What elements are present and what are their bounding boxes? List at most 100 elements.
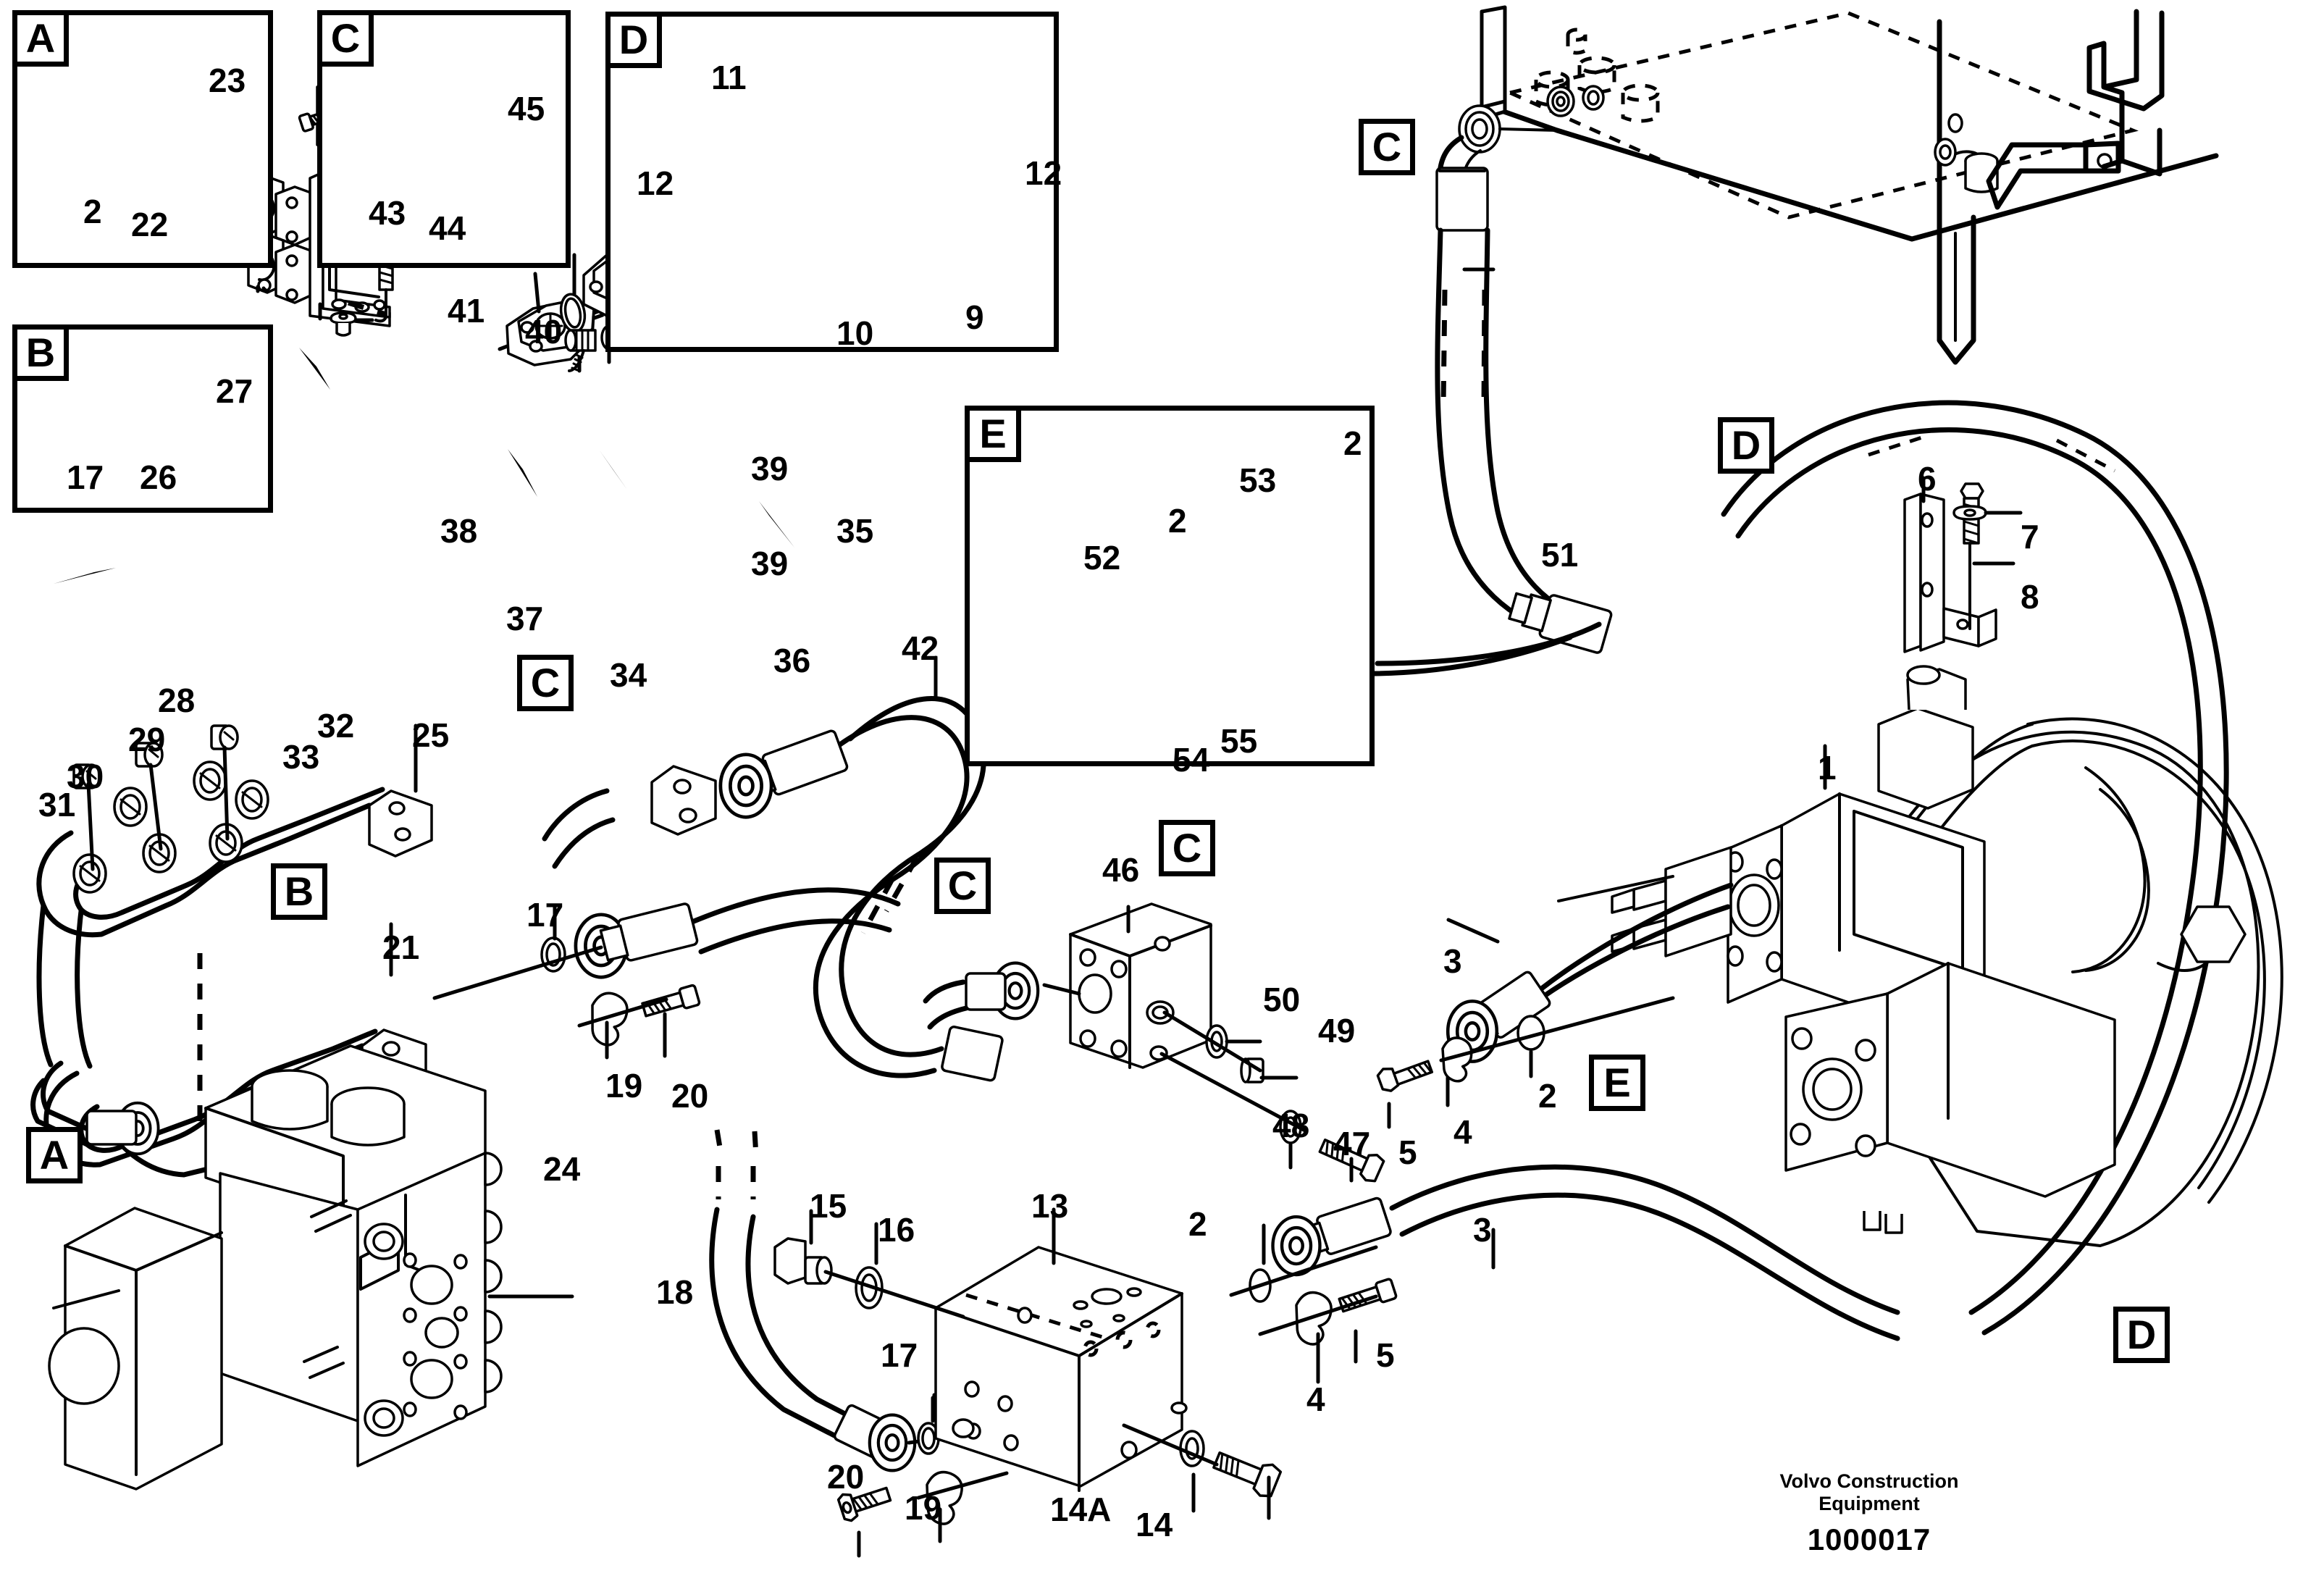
callout-b-pipe-label: B	[284, 868, 314, 914]
item-number-6: 6	[1918, 460, 1937, 498]
brand-line-2: Equipment	[1818, 1493, 1920, 1515]
item-number-22: 22	[131, 206, 169, 243]
control-valve-24-artwork	[30, 1044, 574, 1491]
item-number-35: 35	[836, 512, 874, 550]
callout-c-pipe25-label: C	[530, 660, 561, 705]
callout-c-hose42-label: C	[947, 863, 978, 908]
detail-box-e	[965, 406, 1375, 766]
item-number-2: 2	[1538, 1077, 1557, 1115]
item-number-39: 39	[751, 545, 789, 582]
callout-a-valve-label: A	[39, 1132, 70, 1178]
detail-tag-a: A	[12, 10, 69, 67]
item-number-55: 55	[1220, 722, 1258, 760]
item-number-15: 15	[810, 1187, 847, 1225]
detail-tag-b: B	[12, 324, 69, 381]
hose-3-upper-artwork	[1376, 882, 1734, 1129]
detail-tag-c: C	[317, 10, 374, 67]
callout-c-top-label: C	[1372, 124, 1402, 169]
item-number-12: 12	[1025, 154, 1062, 192]
item-number-11: 11	[711, 59, 747, 96]
callout-e-pump[interactable]: E	[1589, 1055, 1645, 1111]
pump-assembly-artwork	[1557, 665, 2283, 1247]
item-number-8: 8	[2021, 578, 2039, 616]
item-number-24: 24	[543, 1150, 581, 1188]
detail-tag-a-label: A	[25, 15, 56, 61]
item-number-48: 48	[1272, 1107, 1310, 1144]
item-number-20: 20	[671, 1077, 709, 1115]
callout-d-bracket-label: D	[1731, 422, 1761, 468]
item-number-2: 2	[1343, 424, 1362, 462]
item-number-23: 23	[209, 62, 246, 99]
callout-c-hose42[interactable]: C	[934, 858, 991, 914]
item-number-34: 34	[610, 656, 647, 694]
item-number-45: 45	[508, 90, 545, 127]
hose-42-artwork	[542, 655, 1004, 1082]
item-number-27: 27	[216, 372, 253, 410]
item-number-54: 54	[1173, 741, 1210, 779]
detail-tag-e-label: E	[979, 411, 1007, 456]
item-number-40: 40	[525, 313, 563, 351]
item-number-14A: 14A	[1050, 1491, 1112, 1528]
block-46-artwork	[923, 902, 1385, 1183]
item-number-19: 19	[905, 1489, 942, 1527]
item-number-32: 32	[317, 707, 355, 745]
item-number-19: 19	[605, 1067, 643, 1105]
item-number-28: 28	[158, 682, 196, 719]
callout-c-pipe25[interactable]: C	[517, 655, 574, 711]
item-number-14: 14	[1136, 1506, 1173, 1543]
item-number-47: 47	[1333, 1125, 1371, 1162]
item-number-31: 31	[38, 786, 76, 823]
item-number-13: 13	[1031, 1187, 1069, 1225]
item-number-46: 46	[1102, 851, 1140, 889]
item-number-2: 2	[1188, 1205, 1207, 1243]
callout-d-hose[interactable]: D	[2113, 1307, 2170, 1363]
callout-a-valve[interactable]: A	[26, 1127, 83, 1183]
callout-d-bracket[interactable]: D	[1718, 417, 1774, 474]
block-13-artwork	[773, 1164, 1900, 1558]
item-number-43: 43	[369, 194, 406, 232]
item-number-49: 49	[1318, 1012, 1356, 1049]
item-number-39: 39	[751, 450, 789, 487]
item-number-20: 20	[827, 1458, 865, 1496]
detail-tag-d: D	[605, 12, 662, 68]
item-number-4: 4	[1453, 1113, 1472, 1151]
footer-block: Volvo Construction Equipment 1000017	[1721, 1470, 2018, 1557]
item-number-29: 29	[128, 721, 166, 758]
item-number-18: 18	[656, 1273, 694, 1311]
item-number-4: 4	[1306, 1380, 1325, 1418]
callout-d-hose-label: D	[2126, 1312, 2157, 1357]
item-number-17: 17	[881, 1336, 918, 1374]
item-number-25: 25	[412, 716, 450, 754]
item-number-52: 52	[1083, 539, 1121, 577]
item-number-26: 26	[140, 458, 177, 496]
detail-tag-b-label: B	[25, 330, 56, 375]
item-number-2: 2	[1168, 502, 1187, 540]
item-number-3: 3	[1443, 942, 1462, 980]
item-number-37: 37	[506, 600, 544, 637]
item-number-30: 30	[67, 758, 104, 795]
item-number-51: 51	[1541, 536, 1579, 574]
item-number-17: 17	[67, 458, 104, 496]
item-number-21: 21	[382, 929, 420, 966]
callout-b-pipe[interactable]: B	[271, 863, 327, 920]
item-number-44: 44	[429, 209, 466, 247]
detail-box-d	[605, 12, 1059, 352]
item-number-1: 1	[1818, 749, 1837, 787]
item-number-41: 41	[448, 292, 485, 330]
item-number-10: 10	[836, 314, 874, 352]
item-number-50: 50	[1263, 981, 1301, 1018]
item-number-16: 16	[878, 1211, 915, 1249]
chassis-frame-artwork	[1478, 5, 2219, 365]
item-number-7: 7	[2021, 518, 2039, 556]
callout-c-block46-label: C	[1172, 825, 1202, 871]
item-number-5: 5	[1376, 1336, 1395, 1374]
detail-tag-e: E	[965, 406, 1021, 462]
callout-c-block46[interactable]: C	[1159, 820, 1215, 876]
callout-c-top[interactable]: C	[1359, 119, 1415, 175]
item-number-36: 36	[773, 642, 811, 679]
item-number-3: 3	[1473, 1211, 1492, 1249]
item-number-42: 42	[902, 629, 939, 667]
item-number-17: 17	[527, 896, 564, 934]
